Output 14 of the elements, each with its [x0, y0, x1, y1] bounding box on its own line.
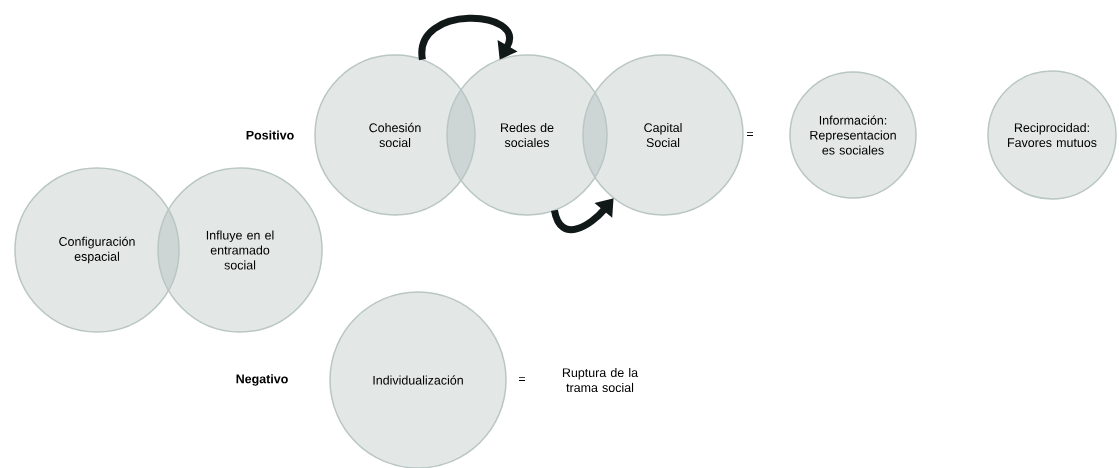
text-label: Negativo — [236, 374, 288, 386]
circle-node: Individualización — [329, 291, 507, 468]
equals-sign: = — [519, 376, 526, 381]
equals-sign: = — [747, 131, 753, 136]
circle-node: Redes de sociales — [446, 54, 608, 216]
circle-node: Cohesión social — [314, 54, 476, 216]
circle-node: Influye en el entramado social — [157, 167, 323, 333]
text-label: Positivo — [246, 130, 294, 140]
circle-node: Configuración espacial — [14, 167, 180, 333]
circle-node: Reciprocidad: Favores mutuos — [987, 70, 1117, 200]
node-label: Redes de sociales — [501, 122, 554, 148]
circle-node: Capital Social — [582, 54, 744, 216]
circle-node: Información: Representacion es sociales — [789, 71, 917, 199]
text-label: Ruptura de la trama social — [562, 367, 639, 393]
